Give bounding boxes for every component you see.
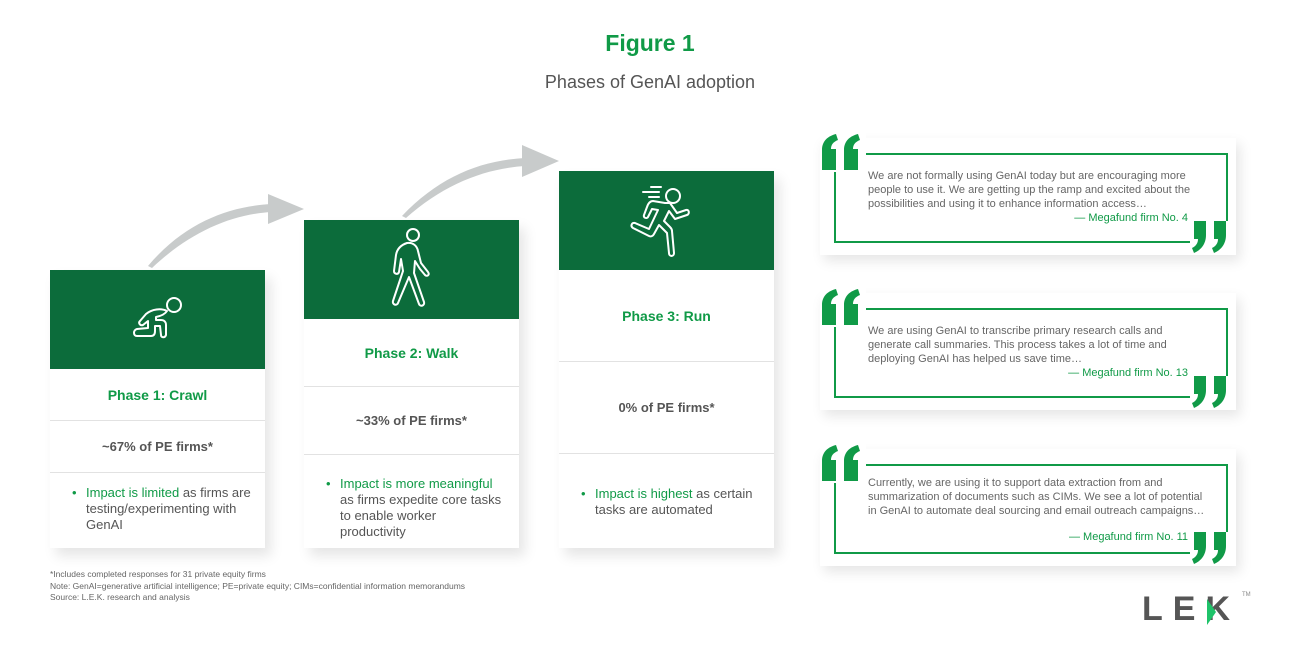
bullet-icon: • [326, 476, 331, 491]
figure-subtitle: Phases of GenAI adoption [544, 72, 756, 92]
quote-text: We are using GenAI to transcribe primary… [868, 325, 1167, 365]
close-quote-icon [1190, 221, 1232, 255]
phase-share: ~67% of PE firms* [102, 439, 213, 454]
logo-accent-icon [1207, 599, 1217, 625]
phase-header [50, 270, 265, 369]
close-quote-icon [1190, 532, 1232, 566]
bullet-icon: • [72, 485, 77, 500]
phase-label: Phase 3: Run [622, 307, 711, 324]
phase-impact: • Impact is highest as certain tasks are… [559, 454, 774, 518]
lek-logo: LEK [1142, 590, 1240, 629]
phase-label: Phase 1: Crawl [107, 386, 208, 403]
phase-header [304, 220, 519, 319]
logo-letter-e: E [1172, 590, 1206, 628]
running-person-icon [630, 185, 690, 257]
phase-share-row: 0% of PE firms* [559, 362, 774, 454]
crawling-baby-icon [132, 296, 182, 338]
quote-text: Currently, we are using it to support da… [868, 477, 1205, 517]
impact-text: as firms are testing/experimenting with … [86, 485, 251, 532]
phase-impact: • Impact is more meaningful as firms exp… [304, 455, 519, 540]
quote-frame [834, 464, 1228, 554]
phase-card-crawl: Phase 1: Crawl ~67% of PE firms* • Impac… [50, 270, 265, 548]
quote-frame [834, 308, 1228, 398]
open-quote-icon [820, 132, 866, 172]
quote-card: Currently, we are using it to support da… [820, 443, 1236, 566]
phase-header [559, 171, 774, 270]
arrow-icon [148, 194, 304, 268]
phase-share-row: ~33% of PE firms* [304, 387, 519, 455]
logo-letter-l: L [1142, 590, 1173, 628]
impact-highlight: Impact is more meaningful [340, 476, 493, 491]
close-quote-icon [1190, 376, 1232, 410]
phase-label-row: Phase 2: Walk [304, 319, 519, 387]
arrow-icon [402, 145, 559, 218]
figure-title: Figure 1 [605, 30, 695, 56]
footnote-definitions: Note: GenAI=generative artificial intell… [50, 580, 466, 591]
bullet-icon: • [581, 486, 586, 501]
quote-card: We are using GenAI to transcribe primary… [820, 287, 1236, 410]
phase-impact: • Impact is limited as firms are testing… [50, 473, 265, 533]
quote-attribution: — Megafund firm No. 11 [1068, 531, 1188, 543]
footnote-source: Source: L.E.K. research and analysis [50, 592, 190, 602]
impact-highlight: Impact is limited [86, 485, 180, 500]
phase-card-run: Phase 3: Run 0% of PE firms* • Impact is… [559, 171, 774, 548]
progression-arrows [148, 145, 559, 268]
impact-text: as certain tasks are automated [595, 486, 753, 517]
quote-attribution: — Megafund firm No. 13 [1068, 367, 1188, 379]
impact-highlight: Impact is highest [595, 486, 693, 501]
phase-share: ~33% of PE firms* [356, 413, 467, 428]
quote-text: We are not formally using GenAI today bu… [868, 170, 1191, 210]
impact-text: as firms expedite core tasks to enable w… [340, 492, 502, 539]
trademark-mark: TM [1242, 592, 1251, 598]
open-quote-icon [820, 443, 866, 483]
quote-attribution: — Megafund firm No. 4 [1074, 212, 1188, 224]
footnote-sample: *Includes completed responses for 31 pri… [50, 569, 266, 579]
quote-frame [834, 153, 1228, 243]
phase-label-row: Phase 1: Crawl [50, 369, 265, 421]
phase-card-walk: Phase 2: Walk ~33% of PE firms* • Impact… [304, 220, 519, 548]
phase-label-row: Phase 3: Run [559, 270, 774, 362]
quote-card: We are not formally using GenAI today bu… [820, 132, 1236, 255]
open-quote-icon [820, 287, 866, 327]
phase-share-row: ~67% of PE firms* [50, 421, 265, 473]
phase-share: 0% of PE firms* [618, 400, 715, 415]
footnotes: *Includes completed responses for 31 pri… [50, 569, 465, 604]
phase-label: Phase 2: Walk [364, 344, 459, 361]
logo-letter-k: K [1205, 590, 1240, 628]
walking-person-icon [391, 227, 430, 307]
